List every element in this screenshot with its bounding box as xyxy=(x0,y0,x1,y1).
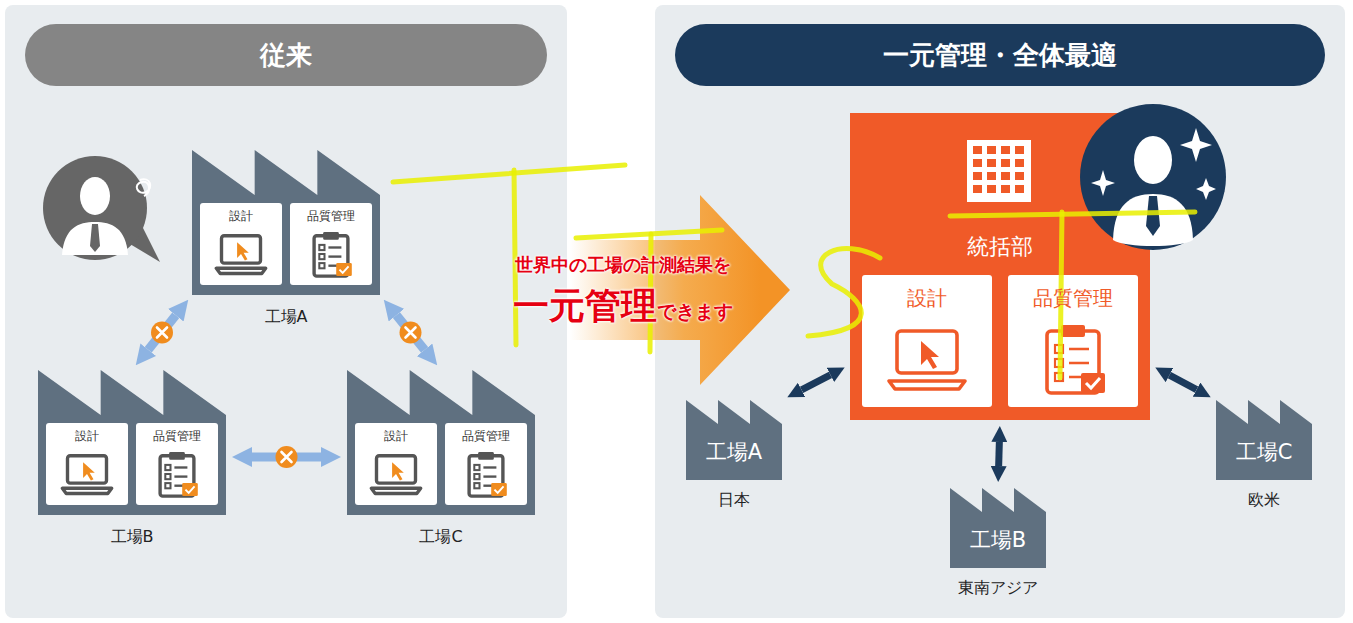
subL-node: 設計 xyxy=(355,423,437,505)
node-label: 品質管理 xyxy=(445,429,527,444)
laptop-icon xyxy=(61,448,113,500)
node-label: 工場C xyxy=(347,527,535,547)
clipboard-icon xyxy=(151,448,203,500)
node-label: 工場C xyxy=(1216,439,1312,465)
cross-mark xyxy=(400,322,422,344)
building-icon xyxy=(967,140,1031,202)
double-arrow xyxy=(148,315,176,349)
factoryL-node: 設計品質管理工場C xyxy=(347,370,535,515)
node-label: 設計 xyxy=(46,429,128,444)
factoryR-node: 工場B東南アジア xyxy=(950,488,1046,568)
subR-node: 設計 xyxy=(862,275,992,407)
panel-node: 設計品質管理工場A設計品質管理工場B設計品質管理工場C従来 xyxy=(5,5,567,618)
label-row: 一元管理できます xyxy=(470,284,775,328)
subR-node: 品質管理 xyxy=(1008,275,1138,407)
factoryR-node: 工場A日本 xyxy=(686,400,782,480)
subL-node: 品質管理 xyxy=(445,423,527,505)
double-arrow xyxy=(396,315,424,350)
node-label: 工場B xyxy=(950,527,1046,553)
label-row: 世界中の工場の計測結果を xyxy=(470,253,775,277)
node-label: 設計 xyxy=(200,209,282,224)
worried-person-icon xyxy=(43,156,160,262)
subL-node: 設計 xyxy=(46,423,128,505)
node-label: 設計 xyxy=(355,429,437,444)
node-label: 品質管理 xyxy=(1008,285,1138,311)
node-label: 工場A xyxy=(192,307,380,327)
subL-node: 品質管理 xyxy=(136,423,218,505)
manager-person-icon xyxy=(1080,104,1226,250)
clipboard-icon xyxy=(305,228,357,280)
subL-node: 設計 xyxy=(200,203,282,285)
double-arrow xyxy=(995,442,1003,466)
double-arrow xyxy=(802,375,831,390)
headline-text: できます xyxy=(657,299,733,323)
laptop-icon xyxy=(370,448,422,500)
region-label: 日本 xyxy=(646,490,822,510)
subL-node: 品質管理 xyxy=(290,203,372,285)
factoryL-node: 設計品質管理工場B xyxy=(38,370,226,515)
region-label: 欧米 xyxy=(1176,490,1352,510)
clipboard-icon xyxy=(1033,319,1113,399)
node-label: 統括部 xyxy=(850,233,1150,261)
clipboard-icon xyxy=(460,448,512,500)
headline-big-text: 一元管理 xyxy=(513,284,657,328)
factoryR-node: 工場C欧米 xyxy=(1216,400,1312,480)
highlighter-scribble xyxy=(393,165,1195,378)
factoryL-node: 設計品質管理工場A xyxy=(192,150,380,295)
cross-mark xyxy=(276,446,298,468)
cross-mark xyxy=(151,322,173,344)
region-label: 東南アジア xyxy=(910,578,1086,598)
node-label: 品質管理 xyxy=(290,209,372,224)
laptop-icon xyxy=(887,319,967,399)
node-label: 一元管理・全体最適 xyxy=(675,24,1325,86)
laptop-icon xyxy=(215,228,267,280)
node-label: 工場A xyxy=(686,439,782,465)
node-label: 従来 xyxy=(25,24,547,86)
double-arrow xyxy=(1169,375,1196,390)
node-label: 品質管理 xyxy=(136,429,218,444)
node-label: 工場B xyxy=(38,527,226,547)
node-label: 設計 xyxy=(862,285,992,311)
headline-text: 世界中の工場の計測結果を xyxy=(470,253,775,277)
